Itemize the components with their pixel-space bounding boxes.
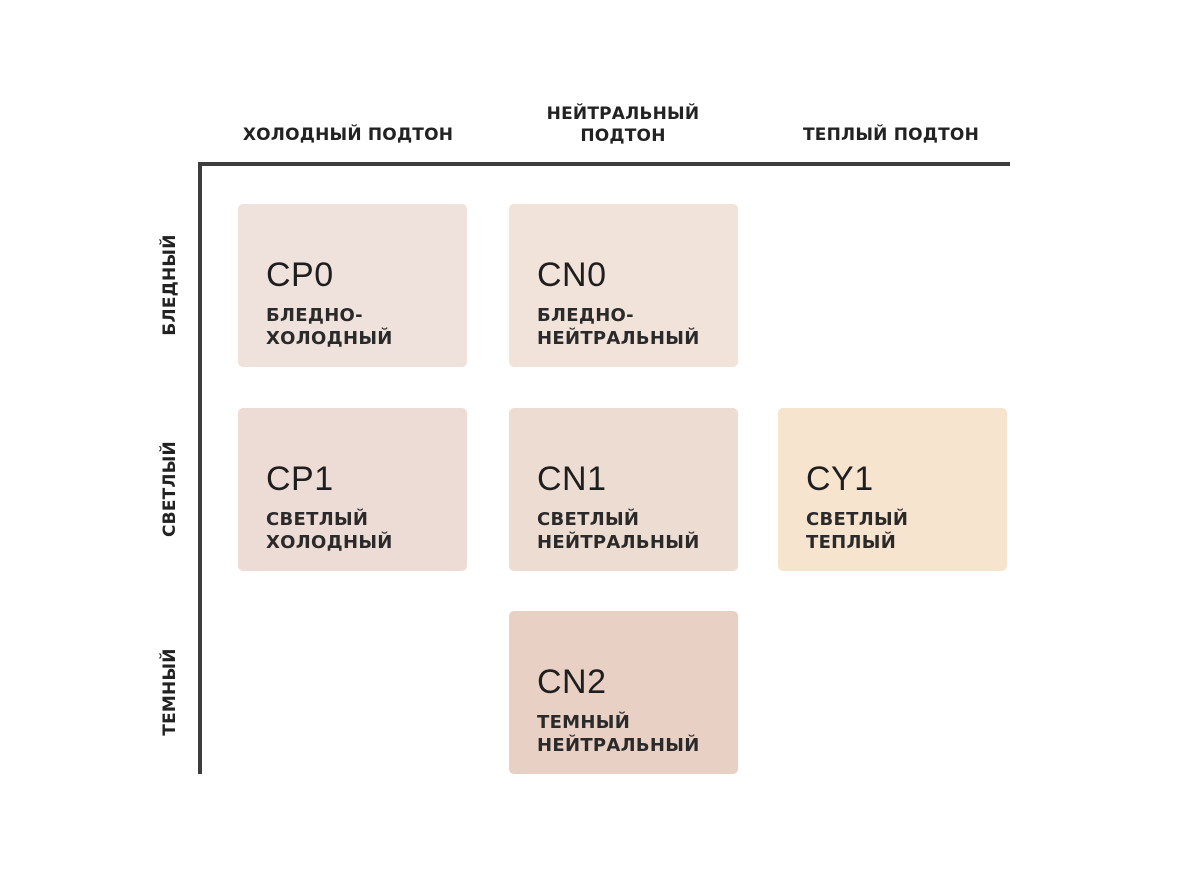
swatch-cn0: CN0 БЛЕДНО- НЕЙТРАЛЬНЫЙ [509,204,738,367]
swatch-description: СВЕТЛЫЙ ХОЛОДНЫЙ [266,509,393,553]
swatch-code: CN1 [537,460,607,498]
horizontal-axis-line [198,162,1010,166]
swatch-description: ТЕМНЫЙ НЕЙТРАЛЬНЫЙ [537,712,700,756]
swatch-cp0: CP0 БЛЕДНО- ХОЛОДНЫЙ [238,204,467,367]
swatch-description: БЛЕДНО- НЕЙТРАЛЬНЫЙ [537,305,700,349]
swatch-description: БЛЕДНО- ХОЛОДНЫЙ [266,305,393,349]
column-header-cool: ХОЛОДНЫЙ ПОДТОН [242,125,454,145]
swatch-description: СВЕТЛЫЙ ТЕПЛЫЙ [806,509,909,553]
vertical-axis-line [198,162,202,774]
swatch-code: CP1 [266,460,334,498]
swatch-code: CP0 [266,256,334,294]
swatch-description: СВЕТЛЫЙ НЕЙТРАЛЬНЫЙ [537,509,700,553]
swatch-cy1: CY1 СВЕТЛЫЙ ТЕПЛЫЙ [778,408,1007,571]
swatch-code: CN0 [537,256,607,294]
column-header-warm: ТЕПЛЫЙ ПОДТОН [802,125,979,145]
row-header-pale: БЛЕДНЫЙ [160,234,180,336]
swatch-code: CN2 [537,663,607,701]
swatch-cn1: CN1 СВЕТЛЫЙ НЕЙТРАЛЬНЫЙ [509,408,738,571]
swatch-cn2: CN2 ТЕМНЫЙ НЕЙТРАЛЬНЫЙ [509,611,738,774]
row-header-dark: ТЕМНЫЙ [160,648,180,736]
swatch-cp1: CP1 СВЕТЛЫЙ ХОЛОДНЫЙ [238,408,467,571]
swatch-code: CY1 [806,460,874,498]
row-header-light: СВЕТЛЫЙ [160,441,180,538]
column-header-neutral: НЕЙТРАЛЬНЫЙ ПОДТОН [546,104,700,146]
